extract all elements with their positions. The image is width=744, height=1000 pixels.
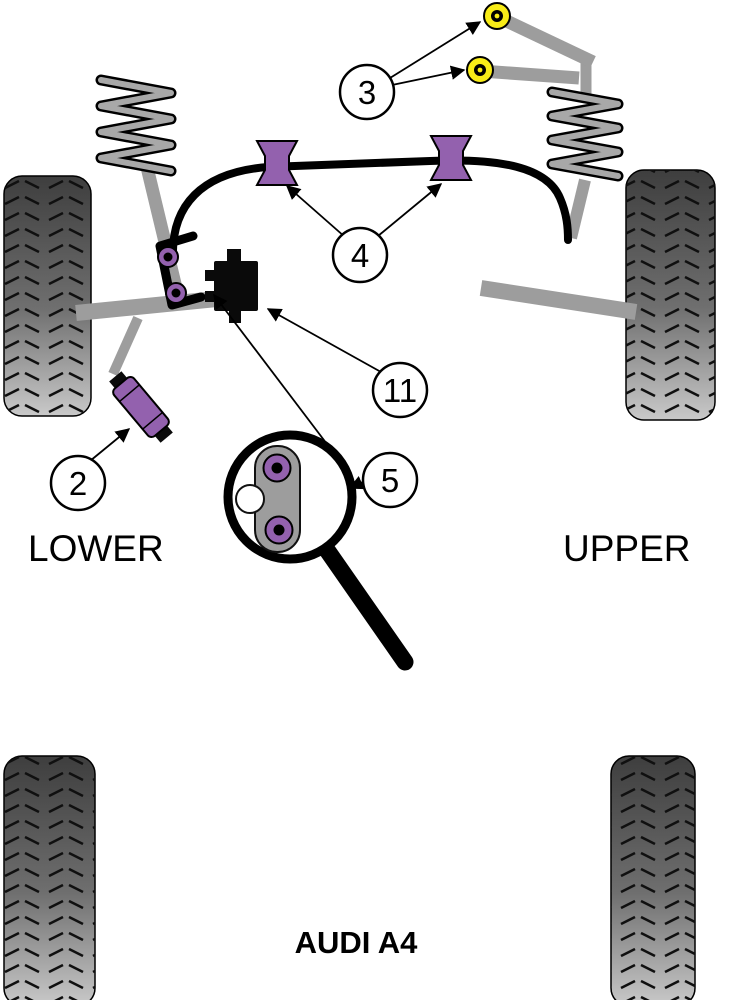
left-tie-link	[108, 315, 143, 377]
callout-circle	[49, 454, 107, 512]
magnifier-handle	[318, 541, 414, 671]
tire-rear-left	[3, 755, 96, 1000]
upper-arm-bushing-1	[483, 2, 511, 30]
upper-arm-1	[495, 11, 596, 68]
bushing-shape	[429, 135, 473, 181]
label-model: AUDI A4	[295, 925, 419, 960]
bushing-center	[494, 13, 500, 19]
sleeve-seam	[118, 384, 140, 403]
callout-arrows	[89, 21, 482, 490]
right-lower-arm	[479, 280, 638, 320]
bracket-notch	[235, 484, 265, 514]
callout-circle	[361, 451, 419, 509]
callout-number: 4	[351, 237, 369, 274]
coil-spring-left	[95, 74, 177, 177]
callout-circle	[331, 226, 389, 284]
left-strut	[139, 161, 184, 294]
tire-rear-right	[610, 755, 696, 1000]
label-upper: UPPER	[563, 528, 690, 569]
callout-2: 2	[49, 454, 107, 512]
tire-tread	[611, 756, 695, 1000]
tire-tread	[4, 176, 91, 416]
spring-coil	[98, 77, 174, 174]
arrow-2-to-tie-bar	[89, 428, 131, 462]
right-strut	[565, 178, 591, 240]
callout-number: 11	[383, 372, 417, 409]
callout-number: 2	[69, 465, 87, 502]
spring-coil	[549, 89, 621, 179]
upper-arm-bushing-2	[466, 56, 494, 84]
bolt-end-right	[154, 424, 173, 443]
tire-tread	[626, 170, 715, 420]
arrow-3-to-bushing-2	[391, 65, 466, 86]
coil-spring-right	[546, 86, 624, 182]
arrow-4-to-arb-left	[285, 185, 346, 238]
mount-tab-1	[205, 270, 214, 281]
label-lower: LOWER	[28, 528, 164, 569]
callout-4: 4	[331, 226, 389, 284]
arb-bushing-left	[255, 140, 299, 186]
arrow-11-to-mount	[266, 308, 382, 373]
arrow-4-to-arb-right	[377, 183, 443, 237]
bushing-center	[271, 462, 283, 474]
callout-number: 5	[381, 462, 399, 499]
tire-front-left	[3, 175, 92, 417]
sleeve-seam	[142, 411, 164, 430]
arrow-3-to-bushing-1	[389, 21, 482, 79]
bracket-frame	[155, 231, 206, 310]
tire-tread	[4, 756, 95, 1000]
bushing-center	[171, 288, 181, 298]
bolt-end-left	[109, 371, 128, 390]
arm-bracket	[155, 231, 206, 310]
callout-5: 5	[361, 451, 419, 509]
mount-bolt-top	[227, 249, 241, 261]
callout-11: 11	[371, 361, 429, 419]
callout-circle	[371, 361, 429, 419]
bushing-center	[477, 67, 483, 73]
magnifier	[213, 293, 414, 671]
bushing-shape	[255, 140, 299, 186]
tie-bar-bushing	[109, 371, 173, 443]
callout-number: 3	[358, 74, 376, 111]
callout-circle	[338, 63, 396, 121]
bushing-sleeve	[112, 375, 170, 439]
anti-roll-bar	[168, 156, 572, 262]
bushing-center	[163, 252, 173, 262]
arb-bushing-right	[429, 135, 473, 181]
bushing-center	[273, 524, 285, 536]
mount-tab-2	[205, 291, 214, 302]
upper-arm-2	[480, 64, 580, 85]
mount-block	[205, 249, 258, 323]
arrow-5-to-magnifier	[348, 476, 365, 490]
callout-3: 3	[338, 63, 396, 121]
magnifier-pointer-arrow	[213, 293, 334, 453]
tire-front-right	[625, 169, 716, 421]
